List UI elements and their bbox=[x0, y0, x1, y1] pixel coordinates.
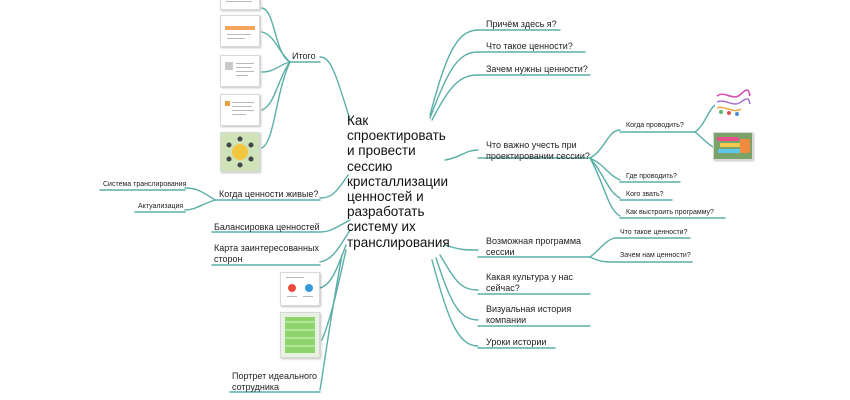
timeline-sketch-icon bbox=[716, 89, 751, 116]
slide-text-line bbox=[227, 34, 251, 35]
node-possible-program-line: Возможная программа bbox=[486, 236, 582, 246]
central-topic-line: ценностей и bbox=[347, 189, 424, 205]
node-when[interactable]: Когда проводить? bbox=[626, 122, 684, 129]
central-topic[interactable]: Как спроектировать и провести сессию кри… bbox=[347, 113, 462, 250]
central-topic-line: разработать bbox=[347, 204, 425, 220]
node-itogo[interactable]: Итого bbox=[292, 51, 316, 61]
central-topic-line: систему их bbox=[347, 219, 416, 235]
node-portrait-line: сотрудника bbox=[232, 382, 280, 392]
values-diagram-thumbnail[interactable] bbox=[220, 132, 260, 172]
central-topic-line: спроектировать bbox=[347, 128, 446, 144]
node-possible-program-line: сессии bbox=[486, 247, 515, 257]
node-who[interactable]: Кого звать? bbox=[626, 191, 664, 198]
node-possible-program[interactable]: Возможная программа сессии bbox=[486, 236, 581, 258]
node-stakeholders-line: сторон bbox=[214, 254, 243, 264]
node-important[interactable]: Что важно учесть при проектировании сесс… bbox=[486, 140, 590, 162]
node-portrait-line: Портрет идеального bbox=[232, 371, 318, 381]
central-topic-line: транслирования bbox=[347, 234, 450, 250]
timeline-sketch-image[interactable] bbox=[715, 88, 751, 118]
slide-text-line bbox=[232, 114, 246, 115]
central-topic-line: Как bbox=[347, 113, 369, 128]
slide-highlight-bar bbox=[225, 26, 255, 30]
node-balance[interactable]: Балансировка ценностей bbox=[214, 222, 320, 232]
slide-thumbnail[interactable] bbox=[220, 55, 260, 87]
central-topic-line: сессию bbox=[347, 158, 393, 174]
node-lessons[interactable]: Уроки истории bbox=[486, 337, 547, 347]
node-program[interactable]: Как выстроить программу? bbox=[626, 209, 714, 216]
node-portrait[interactable]: Портрет идеального сотрудника bbox=[232, 371, 317, 393]
node-stakeholders[interactable]: Карта заинтересованных сторон bbox=[214, 243, 319, 265]
node-history-line: компании bbox=[486, 315, 527, 325]
node-why-me[interactable]: Причём здесь я? bbox=[486, 19, 557, 29]
slide-text-line bbox=[232, 110, 254, 111]
node-why-values[interactable]: Зачем нужны ценности? bbox=[486, 64, 588, 74]
slide-text-line bbox=[236, 67, 252, 68]
node-alive[interactable]: Когда ценности живые? bbox=[219, 189, 319, 199]
sticky-notes-thumbnail[interactable] bbox=[280, 312, 320, 358]
slide-text-line bbox=[286, 277, 304, 278]
node-history[interactable]: Визуальная история компании bbox=[486, 304, 571, 326]
red-circle bbox=[288, 284, 296, 292]
slide-thumbnail[interactable] bbox=[220, 0, 260, 10]
node-pp-why[interactable]: Зачем нам ценности? bbox=[620, 252, 691, 259]
node-culture-line: сейчас? bbox=[486, 283, 520, 293]
node-stakeholders-line: Карта заинтересованных bbox=[214, 243, 319, 253]
slide-text-line bbox=[287, 296, 297, 297]
node-culture-line: Какая культура у нас bbox=[486, 272, 573, 282]
card-blue bbox=[718, 149, 744, 153]
node-what-values[interactable]: Что такое ценности? bbox=[486, 41, 573, 51]
node-important-line: проектировании сессии? bbox=[486, 151, 590, 161]
slide-text-line bbox=[236, 71, 254, 72]
slide-thumbnail[interactable] bbox=[220, 94, 260, 126]
card-pink bbox=[717, 137, 739, 141]
card-yellow bbox=[720, 143, 744, 147]
node-pp-what[interactable]: Что такое ценности? bbox=[620, 229, 688, 236]
colored-cards-image[interactable] bbox=[713, 132, 753, 160]
node-important-line: Что важно учесть при bbox=[486, 140, 577, 150]
node-actualization[interactable]: Актуализация bbox=[138, 203, 184, 210]
node-history-line: Визуальная история bbox=[486, 304, 572, 314]
sticky-notes-grid bbox=[285, 317, 315, 353]
node-translation[interactable]: Система транслирования bbox=[103, 181, 187, 188]
card-orange bbox=[740, 139, 750, 153]
stakeholder-map-thumbnail[interactable] bbox=[280, 272, 320, 306]
slide-text-line bbox=[232, 102, 254, 103]
slide-bullet-block bbox=[225, 101, 230, 106]
central-topic-line: и провести bbox=[347, 143, 416, 159]
blue-circle bbox=[305, 284, 313, 292]
node-culture[interactable]: Какая культура у нас сейчас? bbox=[486, 272, 573, 294]
slide-text-line bbox=[227, 38, 245, 39]
slide-text-line bbox=[303, 296, 313, 297]
slide-thumbnail[interactable] bbox=[220, 15, 260, 47]
slide-text-line bbox=[236, 75, 248, 76]
slide-image-block bbox=[225, 62, 233, 70]
slide-text-line bbox=[226, 1, 252, 2]
slide-text-line bbox=[232, 106, 252, 107]
central-topic-line: кристаллизации bbox=[347, 173, 449, 189]
values-wheel-icon bbox=[226, 136, 254, 168]
node-where[interactable]: Где проводить? bbox=[626, 173, 677, 180]
slide-text-line bbox=[236, 63, 254, 64]
